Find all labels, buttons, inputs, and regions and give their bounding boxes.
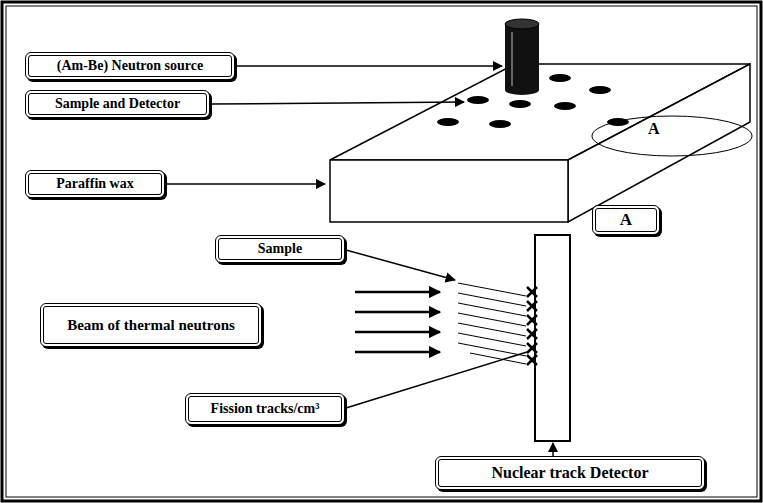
neutron-beam-arrows: [355, 292, 440, 352]
detail-circle: [592, 116, 752, 156]
sample-box: Sample: [215, 235, 345, 263]
label-text: Sample: [258, 241, 302, 257]
label-text: Fission tracks/cm³: [211, 401, 320, 417]
detail-letter: A: [648, 120, 660, 138]
leader-lines: [166, 66, 553, 456]
beam-box: Beam of thermal neutrons: [40, 303, 262, 347]
paraffin-box: Paraffin wax: [25, 170, 165, 198]
label-text: A: [648, 120, 660, 137]
label-text: Sample and Detector: [55, 96, 180, 112]
sample-hatch: [458, 283, 526, 364]
detector-box: Nuclear track Detector: [435, 456, 705, 490]
neutron-source: [505, 19, 539, 95]
label-text: (Am-Be) Neutron source: [57, 58, 203, 74]
sample-detector-box: Sample and Detector: [25, 90, 210, 118]
track-detector: [535, 235, 570, 441]
label-text: A: [620, 210, 632, 230]
fission-tracks-box: Fission tracks/cm³: [185, 393, 345, 425]
detail-tag-box: A: [592, 205, 660, 235]
paraffin-block: [330, 64, 750, 222]
label-text: Paraffin wax: [56, 176, 133, 192]
label-text: Nuclear track Detector: [492, 464, 649, 482]
source-label-box: (Am-Be) Neutron source: [25, 52, 235, 80]
fission-track-marks: [527, 287, 537, 365]
inner-frame: [6, 6, 757, 497]
label-text: Beam of thermal neutrons: [67, 317, 235, 334]
